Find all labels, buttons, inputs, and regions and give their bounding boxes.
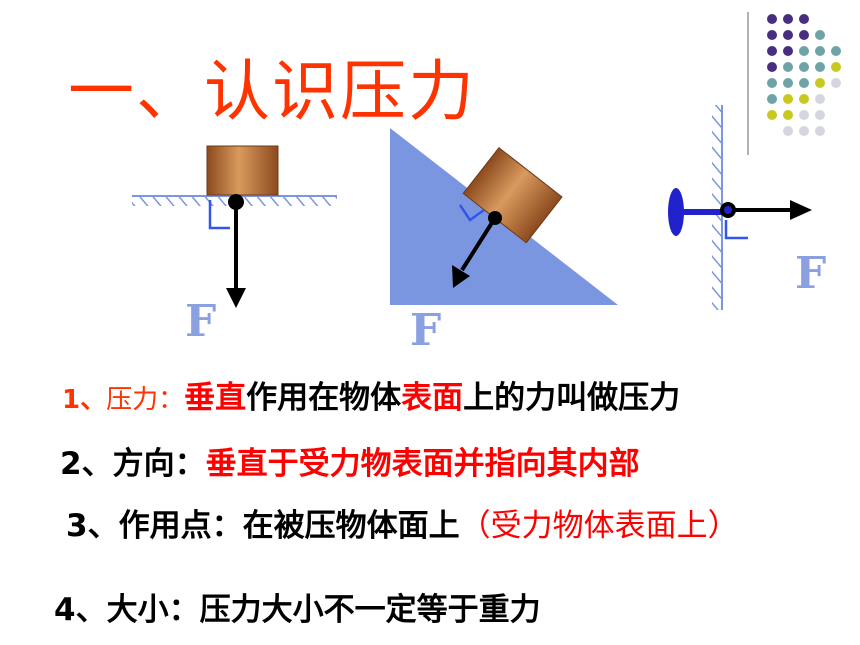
wall-diagram	[668, 105, 812, 310]
body-text: 作用在物体	[246, 380, 402, 416]
item-number: 2、	[60, 446, 113, 482]
point-of-action-line: 3、作用点：在被压物体面上（受力物体表面上）	[66, 500, 739, 545]
emphasis-text: 垂直	[184, 380, 247, 416]
direction-line: 2、方向：垂直于受力物表面并指向其内部	[60, 438, 640, 483]
magnitude-line: 4、大小：压力大小不一定等于重力	[54, 584, 541, 629]
definition-line: 1、压力：垂直作用在物体表面上的力叫做压力	[62, 372, 680, 417]
force-label-horizontal: F	[185, 296, 217, 347]
body-text: 在被压物体面上	[242, 508, 460, 544]
term-label: 方向：	[112, 446, 206, 482]
incline-diagram	[390, 128, 618, 305]
emphasis-text: 表面	[401, 380, 464, 416]
emphasis-text: 垂直于受力物表面并指向其内部	[205, 446, 640, 482]
force-label-wall: F	[795, 248, 827, 299]
item-number: 4、	[54, 592, 107, 628]
term-label: 压力：	[106, 385, 185, 415]
term-label: 作用点：	[118, 508, 243, 544]
emphasis-text: （受力物体表面上）	[459, 508, 739, 544]
item-number: 1、	[62, 385, 107, 415]
force-label-incline: F	[410, 305, 442, 356]
decorative-dot-grid	[747, 12, 841, 155]
body-text: 压力大小不一定等于重力	[199, 592, 541, 628]
body-text: 上的力叫做压力	[463, 380, 681, 416]
item-number: 3、	[66, 508, 119, 544]
term-label: 大小：	[106, 592, 200, 628]
force-diagrams	[132, 12, 841, 310]
page-title: 一、认识压力	[68, 53, 476, 130]
horizontal-surface-diagram	[132, 145, 337, 308]
